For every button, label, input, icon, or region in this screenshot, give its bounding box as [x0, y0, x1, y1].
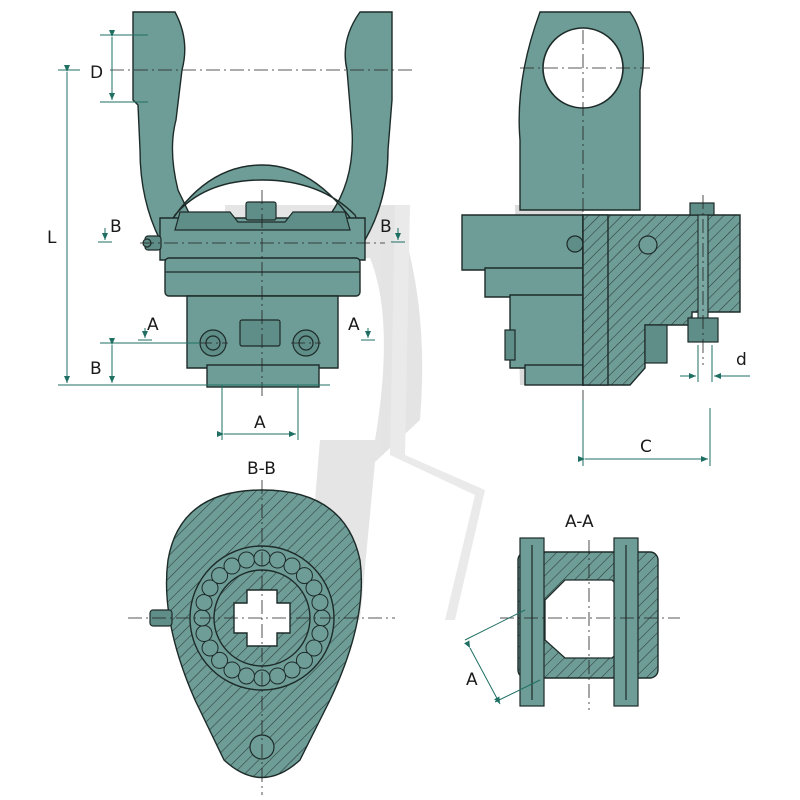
bearing-roller: [311, 625, 329, 643]
bearing-roller: [295, 651, 313, 669]
bearing-roller: [201, 639, 219, 657]
bearing-roller: [195, 625, 213, 643]
section-b-b-view: [128, 480, 395, 795]
section-mark-b-right: B: [380, 217, 392, 237]
section-mark-a-right: A: [348, 315, 360, 335]
section-mark-b-left: B: [110, 217, 122, 237]
dimension-label-b: B: [90, 359, 102, 379]
bearing-roller: [237, 551, 255, 569]
dimension-label-d-small: d: [736, 350, 747, 370]
bearing-roller: [311, 593, 329, 611]
bearing-roller: [223, 661, 241, 679]
dimension-label-d-upper: D: [90, 63, 103, 83]
bearing-roller: [305, 639, 323, 657]
side-view: [461, 11, 741, 420]
bearing-roller: [211, 651, 229, 669]
dimension-label-c: C: [640, 437, 652, 457]
dimension-label-l: L: [47, 228, 57, 248]
bearing-rollers: [193, 549, 331, 687]
section-a-a-dimensions: [464, 609, 541, 705]
bearing-roller: [269, 551, 287, 569]
front-view-dimensions: [58, 30, 405, 440]
bearing-roller: [283, 557, 301, 575]
side-view-dimensions: [578, 345, 750, 466]
section-title-b-b: B-B: [247, 459, 276, 479]
bearing-roller: [295, 567, 313, 585]
dimension-label-a-width: A: [254, 413, 266, 433]
section-a-a-view: [500, 537, 680, 710]
bearing-roller: [283, 661, 301, 679]
bearing-roller: [211, 567, 229, 585]
bearing-roller: [237, 667, 255, 685]
section-title-a-a: A-A: [565, 512, 594, 532]
section-mark-a-left: A: [147, 315, 159, 335]
bearing-roller: [223, 557, 241, 575]
bearing-roller: [195, 593, 213, 611]
bearing-roller: [201, 579, 219, 597]
bearing-roller: [305, 579, 323, 597]
front-view-yoke: [110, 11, 415, 400]
dimension-label-a-section: A: [466, 670, 478, 690]
bearing-roller: [269, 667, 287, 685]
